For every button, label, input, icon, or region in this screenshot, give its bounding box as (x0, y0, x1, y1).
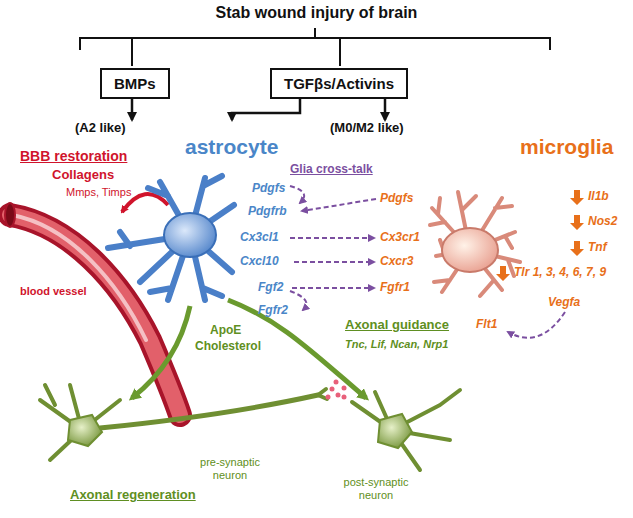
annotation-label: pre-synaptic neuron (186, 456, 274, 481)
connector-arrow (232, 99, 300, 120)
cell-type-label: (M0/M2 like)microglia (330, 120, 613, 159)
gene-label: Vegfa (548, 296, 580, 310)
gene-label: Il1b (588, 190, 609, 204)
bracket (80, 28, 550, 66)
gene-label: Cxcr3 (380, 255, 413, 269)
annotation-label: Axonal regeneration (70, 488, 196, 503)
cross-talk-arrows (290, 186, 565, 338)
gene-label: Tnf (588, 241, 607, 255)
annotation-label: Cholesterol (195, 340, 261, 354)
node-text: (M0/M2 like) (330, 120, 613, 135)
signal-box: BMPs (100, 68, 170, 99)
annotation-label: Axonal guidance (345, 318, 449, 333)
annotation-label: blood vessel (20, 285, 87, 298)
node-text: TGFβs/Activins (284, 75, 394, 92)
node-text: (A2 like) (75, 120, 278, 135)
gene-label: Tlr 1, 3, 4, 6, 7, 9 (514, 266, 606, 280)
node-text: BMPs (114, 75, 156, 92)
gene-label: Cx3cr1 (380, 231, 420, 245)
node-text: astrocyte (185, 135, 278, 159)
synapse-dots (326, 380, 347, 400)
green-arrows (132, 300, 366, 398)
blood-vessel (5, 203, 180, 415)
annotation-label: post-synaptic neuron (330, 476, 422, 501)
gene-label: Pdgfs (380, 192, 413, 206)
gene-label: Flt1 (476, 318, 497, 332)
gene-label: Fgf2 (258, 281, 283, 295)
gene-label: Fgfr2 (258, 304, 288, 318)
signal-box: TGFβs/Activins (270, 68, 408, 99)
annotation-label: BBB restoration (20, 148, 127, 164)
gene-label: Cxcl10 (240, 255, 279, 269)
gene-label: Pdgfrb (248, 205, 287, 219)
gene-label: Cx3cl1 (240, 231, 279, 245)
gene-label: Pdgfs (252, 182, 285, 196)
node-text: microglia (520, 135, 613, 159)
diagram-title: Stab wound injury of brain (0, 4, 633, 22)
connector-arrow (131, 99, 134, 120)
gene-label: Fgfr1 (380, 281, 410, 295)
annotation-label: Glia cross-talk (290, 163, 373, 177)
annotation-label: Collagens (52, 168, 114, 183)
annotation-label: Tnc, Lif, Ncan, Nrp1 (345, 338, 448, 351)
annotation-label: ApoE (210, 324, 241, 338)
annotation-label: Mmps, Timps (66, 186, 131, 199)
microglia-cell (430, 192, 520, 296)
gene-label: Nos2 (588, 215, 617, 229)
connector-arrow (384, 99, 387, 120)
